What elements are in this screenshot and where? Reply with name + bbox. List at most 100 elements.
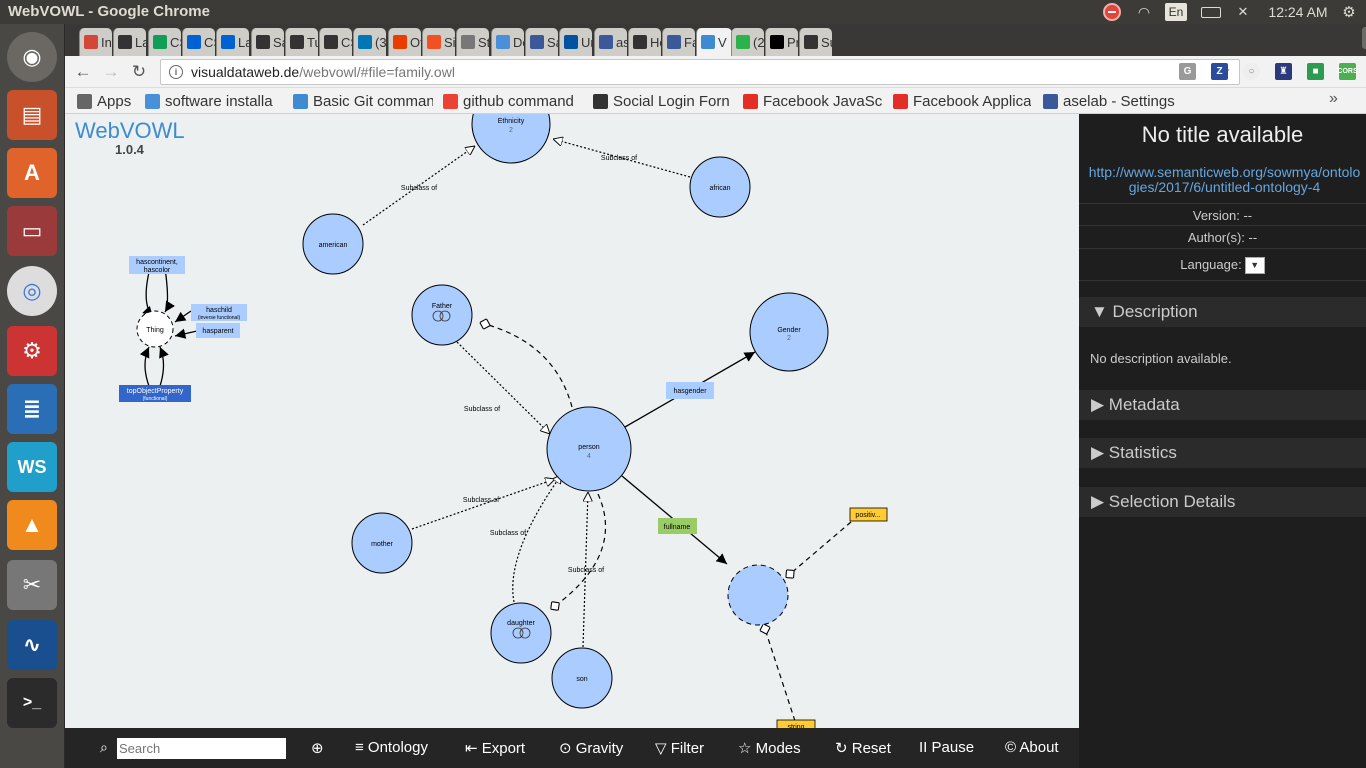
- forward-button[interactable]: →: [102, 62, 120, 81]
- browser-tab[interactable]: La: [113, 28, 146, 56]
- edge-datatype-string: [765, 629, 796, 722]
- impress-icon[interactable]: ▤: [7, 90, 57, 140]
- browser-tab[interactable]: CS: [182, 28, 215, 56]
- files-icon[interactable]: ▭: [7, 206, 57, 256]
- extension-circle-icon[interactable]: ○: [1243, 63, 1260, 80]
- browser-tab[interactable]: Tu: [285, 28, 318, 56]
- browser-tab[interactable]: Si: [422, 28, 455, 56]
- bookmark-item[interactable]: github command: [443, 90, 574, 112]
- browser-tab[interactable]: St: [456, 28, 489, 56]
- browser-tab[interactable]: as: [594, 28, 627, 56]
- ontology-menu-button[interactable]: ≡ Ontology: [355, 739, 428, 756]
- extension-colored-squares-icon[interactable]: ■: [1307, 63, 1324, 80]
- bookmark-item[interactable]: software installa: [145, 90, 273, 112]
- tools-icon[interactable]: ✂: [7, 560, 57, 610]
- graph-svg[interactable]: Subclass of Subclass of Subclass of Subc…: [65, 114, 1079, 728]
- browser-tab[interactable]: Fa: [662, 28, 695, 56]
- class-node-mother[interactable]: [351, 512, 413, 574]
- browser-tab[interactable]: (3: [353, 28, 386, 56]
- browser-tab[interactable]: (2: [731, 28, 764, 56]
- statistics-section-header[interactable]: ▶ Statistics: [1079, 438, 1366, 468]
- class-node-african[interactable]: [689, 156, 751, 218]
- browser-tab[interactable]: Ur: [559, 28, 592, 56]
- vlc-icon[interactable]: ▲: [7, 500, 57, 550]
- clock[interactable]: 12:24 AM: [1268, 4, 1328, 20]
- gravity-menu-button[interactable]: ⊙ Gravity: [559, 740, 624, 757]
- about-menu-button[interactable]: © About: [1005, 739, 1059, 756]
- property-box-hasparent[interactable]: [196, 323, 240, 338]
- metadata-section-header[interactable]: ▶ Metadata: [1079, 390, 1366, 420]
- extension-castle-icon[interactable]: ♜: [1275, 63, 1292, 80]
- writer-icon[interactable]: ≣: [7, 384, 57, 434]
- browser-tab[interactable]: Su: [799, 28, 832, 56]
- address-bar[interactable]: i visualdataweb.de/webvowl/#file=family.…: [160, 59, 1240, 85]
- bookmark-item[interactable]: Social Login Forn: [593, 90, 730, 112]
- browser-tab[interactable]: CS: [148, 28, 181, 56]
- bookmark-item[interactable]: Facebook Applica: [893, 90, 1031, 112]
- profile-button[interactable]: sowmya: [1362, 27, 1366, 49]
- extension-g-icon[interactable]: G: [1179, 63, 1196, 80]
- class-node-gender[interactable]: [749, 292, 829, 372]
- pause-button[interactable]: II Pause: [919, 739, 975, 756]
- system-settings-launcher-icon[interactable]: ⚙: [7, 326, 57, 376]
- wifi-icon[interactable]: ◠: [1137, 3, 1151, 20]
- class-node-son[interactable]: [551, 647, 613, 709]
- browser-tab[interactable]: V×: [696, 28, 732, 56]
- zoom-locate-button[interactable]: ⊕: [311, 740, 324, 757]
- volume-muted-icon[interactable]: ✕: [1237, 4, 1249, 19]
- property-box-fullname[interactable]: [658, 518, 697, 534]
- software-center-icon[interactable]: A: [7, 148, 57, 198]
- search-input[interactable]: [117, 738, 286, 759]
- property-box-haschild[interactable]: [191, 304, 247, 321]
- ubuntu-dash-icon[interactable]: ◉: [7, 32, 57, 82]
- class-node-american[interactable]: [302, 213, 364, 275]
- selection-details-section-header[interactable]: ▶ Selection Details: [1079, 487, 1366, 517]
- site-info-icon[interactable]: i: [169, 65, 183, 79]
- browser-tab[interactable]: Of: [388, 28, 421, 56]
- modes-menu-button[interactable]: ☆ Modes: [738, 740, 801, 757]
- webstorm-icon[interactable]: WS: [7, 442, 57, 492]
- bookmarks-overflow-button[interactable]: »: [1329, 90, 1338, 107]
- filter-menu-button[interactable]: ▽ Filter: [655, 740, 705, 757]
- ontology-iri-link[interactable]: http://www.semanticweb.org/sowmya/ontolo…: [1088, 164, 1361, 195]
- class-node-daughter[interactable]: [490, 602, 552, 664]
- browser-tab[interactable]: Sa: [525, 28, 558, 56]
- back-button[interactable]: ←: [74, 62, 92, 81]
- class-node-person[interactable]: [546, 406, 632, 492]
- ontology-graph-canvas[interactable]: Subclass of Subclass of Subclass of Subc…: [65, 114, 1079, 728]
- description-section-header[interactable]: ▼ Description: [1079, 297, 1366, 327]
- class-node-datatype-restriction[interactable]: [727, 564, 789, 626]
- property-box-hasgender[interactable]: [666, 382, 714, 399]
- bookmark-item[interactable]: Basic Git comman: [293, 90, 433, 112]
- datatype-box-positiv[interactable]: [849, 507, 888, 522]
- browser-tab[interactable]: Pr: [765, 28, 798, 56]
- reset-button[interactable]: ↻ Reset: [835, 740, 891, 757]
- extension-cors-icon[interactable]: CORS: [1337, 63, 1358, 80]
- export-menu-button[interactable]: ⇤ Export: [465, 740, 526, 757]
- browser-tab[interactable]: De: [491, 28, 524, 56]
- browser-tab[interactable]: Ho: [628, 28, 661, 56]
- browser-tab[interactable]: Inb: [79, 28, 112, 56]
- wireshark-icon[interactable]: ∿: [7, 620, 57, 670]
- property-box-hascontinent[interactable]: [129, 256, 185, 274]
- language-select[interactable]: ▼: [1244, 257, 1265, 275]
- class-node-ethnicity[interactable]: [471, 114, 551, 164]
- keyboard-language-indicator[interactable]: En: [1165, 3, 1187, 21]
- stop-indicator-icon[interactable]: [1101, 0, 1123, 24]
- datatype-box-string[interactable]: [776, 719, 816, 728]
- bookmark-item[interactable]: Facebook JavaSc: [743, 90, 882, 112]
- class-node-father[interactable]: [411, 284, 473, 346]
- bookmark-item[interactable]: aselab - Settings: [1043, 90, 1175, 112]
- browser-tab[interactable]: Sa: [251, 28, 284, 56]
- reload-button[interactable]: ↻: [131, 62, 147, 81]
- bookmark-item[interactable]: Apps: [77, 90, 131, 112]
- chrome-icon[interactable]: ◎: [7, 266, 57, 316]
- browser-tab[interactable]: La: [216, 28, 249, 56]
- extension-z-icon[interactable]: Z: [1211, 63, 1228, 80]
- class-node-thing[interactable]: [136, 310, 174, 348]
- terminal-icon[interactable]: >_: [7, 678, 57, 728]
- property-box-topobjectproperty[interactable]: [119, 385, 191, 402]
- battery-icon[interactable]: [1199, 0, 1223, 24]
- browser-tab[interactable]: CS: [319, 28, 352, 56]
- system-settings-icon[interactable]: ⚙: [1342, 4, 1356, 21]
